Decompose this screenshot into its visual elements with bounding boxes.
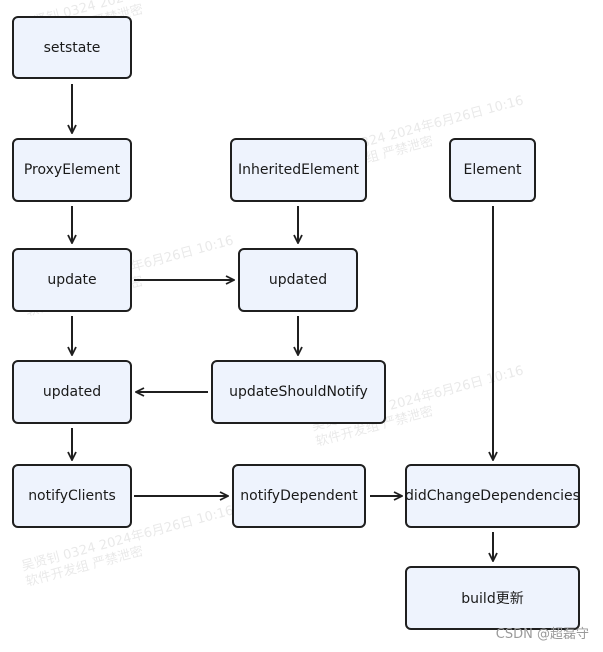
- node-setstate: setstate: [12, 16, 132, 79]
- node-did-change-dependencies: didChangeDependencies: [405, 464, 580, 528]
- node-notify-clients: notifyClients: [12, 464, 132, 528]
- node-build: build更新: [405, 566, 580, 630]
- node-inherited-element: InheritedElement: [230, 138, 367, 202]
- node-element: Element: [449, 138, 536, 202]
- node-proxy-element: ProxyElement: [12, 138, 132, 202]
- node-updated-inherited: updated: [238, 248, 358, 312]
- csdn-credit: CSDN @超磊守: [495, 627, 589, 642]
- node-updated-proxy: updated: [12, 360, 132, 424]
- node-update-should-notify: updateShouldNotify: [211, 360, 386, 424]
- node-notify-dependent: notifyDependent: [232, 464, 366, 528]
- node-update: update: [12, 248, 132, 312]
